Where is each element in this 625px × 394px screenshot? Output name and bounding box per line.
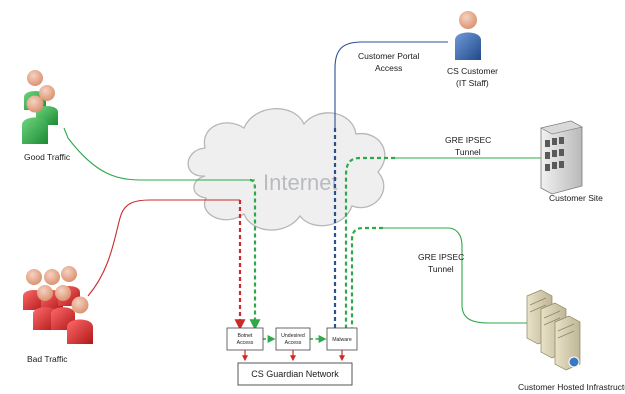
site-tunnel-label: GRE IPSEC — [445, 135, 491, 145]
hosted-tunnel-label: Tunnel — [428, 264, 454, 274]
bad-traffic-people-icon — [23, 266, 93, 344]
cs-customer-label: (IT Staff) — [456, 78, 489, 88]
hosted-tunnel-dashed — [350, 226, 383, 328]
hosted-tunnel-label: GRE IPSEC — [418, 252, 464, 262]
customer-site-label: Customer Site — [549, 193, 603, 203]
filter-botnet-access: Botnet Access — [226, 327, 264, 351]
globe-icon — [568, 356, 580, 368]
good-traffic-dashed — [249, 178, 261, 331]
bad-traffic-label: Bad Traffic — [27, 354, 68, 364]
site-tunnel-label: Tunnel — [455, 147, 481, 157]
cs-customer-label: CS Customer — [447, 66, 498, 76]
internet-label: Internet — [263, 170, 338, 195]
hosted-tunnel-line — [383, 227, 528, 324]
filter-undesired-access: Undesired Access — [275, 327, 311, 351]
filter-label: Undesired — [281, 333, 305, 339]
internet-cloud: Internet — [187, 108, 386, 231]
portal-label: Access — [375, 63, 402, 73]
cs-customer-person-icon — [455, 11, 481, 60]
filter-label: Botnet — [238, 333, 254, 339]
filter-label: Access — [285, 340, 302, 346]
customer-site-building-icon — [540, 120, 583, 195]
portal-label: Customer Portal — [358, 51, 420, 61]
cs-guardian-network-box: CS Guardian Network — [237, 362, 353, 386]
site-tunnel-dashed — [344, 156, 395, 328]
good-traffic-label: Good Traffic — [24, 152, 71, 162]
filter-label: Malware — [332, 337, 352, 343]
server-stack-icon — [526, 289, 581, 371]
filter-label: Access — [237, 340, 254, 346]
customer-hosted-label: Customer Hosted Infrastructure — [518, 382, 625, 392]
good-traffic-people-icon — [22, 70, 58, 144]
good-traffic-line — [63, 127, 255, 181]
portal-line — [334, 41, 448, 128]
bad-traffic-line — [87, 199, 240, 297]
network-label: CS Guardian Network — [251, 369, 339, 379]
filter-malware: Malware — [326, 327, 358, 351]
